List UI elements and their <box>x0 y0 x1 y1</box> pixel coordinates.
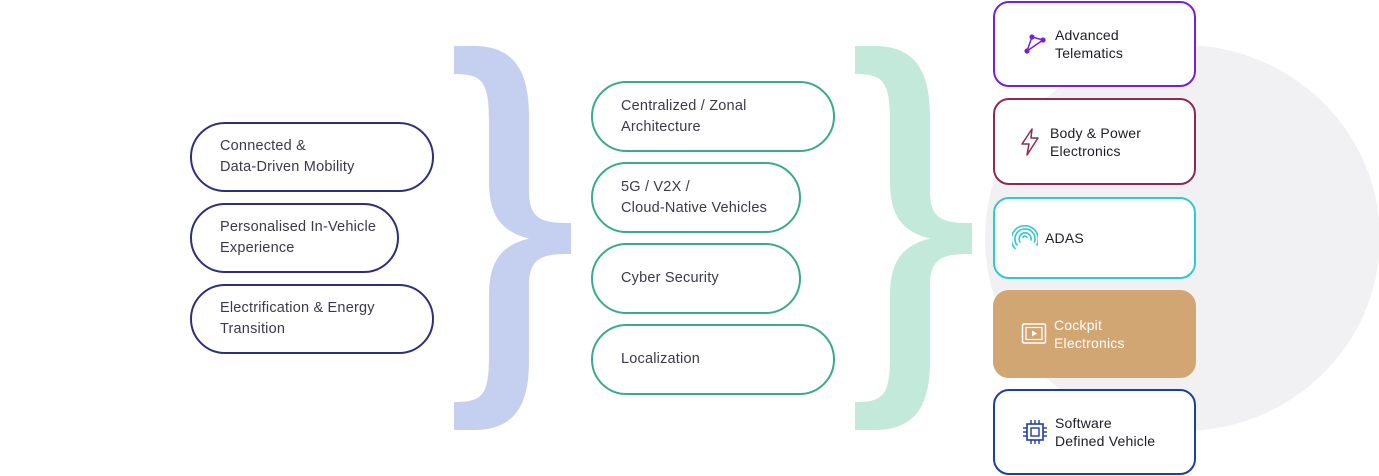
pill-electrification: Electrification & Energy Transition <box>190 284 434 354</box>
card-label: Advanced Telematics <box>1055 27 1124 61</box>
network-nodes-icon <box>1022 31 1048 57</box>
radar-waves-icon <box>1012 225 1038 251</box>
pill-centralized-zonal: Centralized / Zonal Architecture <box>591 81 835 152</box>
pill-5g-v2x: 5G / V2X / Cloud-Native Vehicles <box>591 162 801 233</box>
pill-personalised-experience: Personalised In-Vehicle Experience <box>190 203 399 273</box>
card-label: Body & Power Electronics <box>1050 124 1142 159</box>
card-advanced-telematics: Advanced Telematics <box>993 1 1196 87</box>
pill-cyber-security: Cyber Security <box>591 243 801 314</box>
pill-localization: Localization <box>591 324 835 395</box>
pill-connected-mobility: Connected & Data-Driven Mobility <box>190 122 434 192</box>
display-play-icon <box>1021 321 1047 347</box>
card-software-defined-vehicle: Software Defined Vehicle <box>993 389 1196 475</box>
card-label: ADAS <box>1045 230 1084 246</box>
left-curly-brace <box>454 46 571 430</box>
chip-icon <box>1022 419 1048 445</box>
lightning-bolt-icon <box>1017 127 1043 156</box>
card-label: Cockpit Electronics <box>1054 317 1125 351</box>
card-cockpit-electronics: Cockpit Electronics <box>993 290 1196 378</box>
right-curly-brace <box>855 46 972 430</box>
card-adas: ADAS <box>993 197 1196 279</box>
card-label: Software Defined Vehicle <box>1055 415 1156 449</box>
card-body-power-electronics: Body & Power Electronics <box>993 98 1196 185</box>
